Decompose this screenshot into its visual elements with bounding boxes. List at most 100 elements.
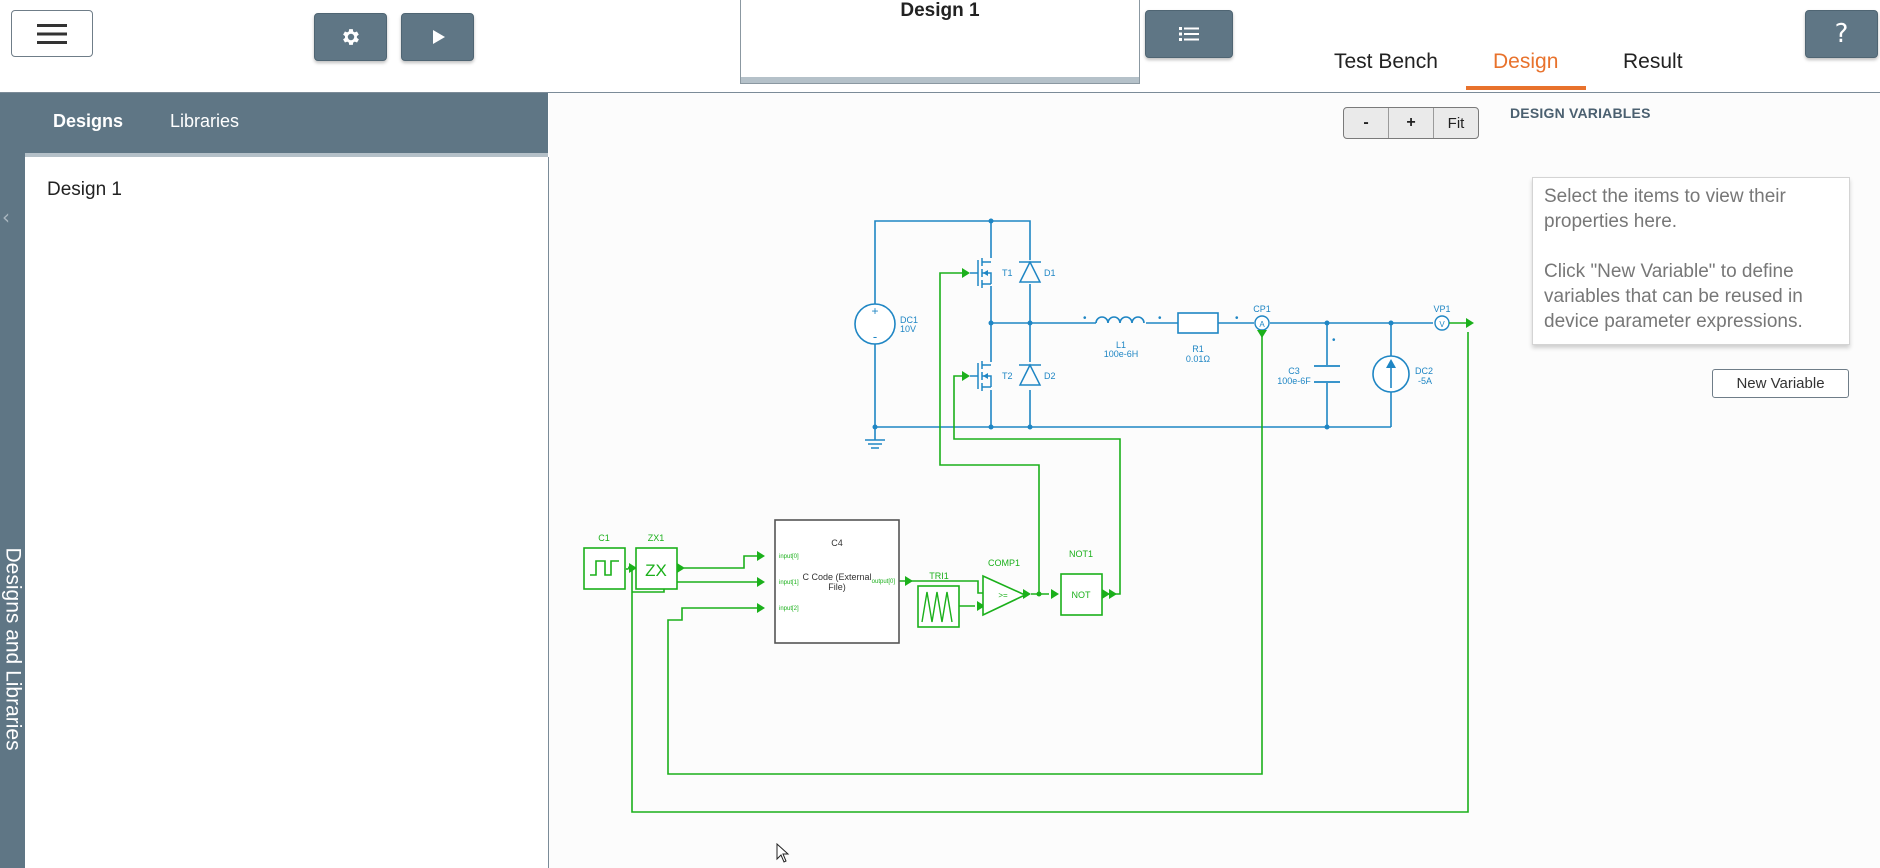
d2-diode[interactable] bbox=[1018, 363, 1042, 386]
vp1-output-arrow-icon bbox=[1466, 318, 1474, 328]
c4-input-0: input[0] bbox=[779, 554, 799, 560]
design-variables-hint-2: Click "New Variable" to define variables… bbox=[1544, 261, 1803, 332]
c4-label: C4 bbox=[831, 538, 843, 548]
tri1-label: TRI1 bbox=[929, 571, 949, 581]
l1-value: 100e-6H bbox=[1104, 349, 1139, 359]
list-button[interactable] bbox=[1145, 10, 1233, 58]
d1-label: D1 bbox=[1044, 268, 1056, 278]
c3-capacitor[interactable]: • C3 100e-6F bbox=[1277, 335, 1340, 386]
l1-label: L1 bbox=[1116, 340, 1126, 350]
dc1-minus: - bbox=[873, 329, 877, 344]
cp1-label: CP1 bbox=[1253, 304, 1271, 314]
list-icon bbox=[1179, 27, 1199, 41]
comp1-label: COMP1 bbox=[988, 558, 1020, 568]
design-variables-title: DESIGN VARIABLES bbox=[1510, 105, 1651, 121]
control-wires bbox=[626, 272, 1469, 813]
t1-label: T1 bbox=[1002, 268, 1013, 278]
c1-square-wave-source[interactable]: C1 bbox=[583, 533, 626, 590]
dc1-label: DC1 bbox=[900, 315, 918, 325]
r1-dot: • bbox=[1235, 313, 1239, 324]
t2-mosfet[interactable] bbox=[970, 361, 992, 391]
not-text: NOT bbox=[1072, 590, 1092, 600]
hamburger-icon bbox=[37, 23, 67, 44]
c3-label: C3 bbox=[1288, 366, 1300, 376]
cp1-current-probe[interactable]: A CP1 bbox=[1253, 304, 1271, 331]
tab-designs[interactable]: Designs bbox=[53, 111, 124, 131]
mouse-cursor-icon bbox=[776, 843, 790, 863]
dc2-value: -5A bbox=[1418, 376, 1432, 386]
comp-text: >= bbox=[998, 591, 1008, 600]
vp1-voltage-probe[interactable]: V VP1 bbox=[1433, 304, 1451, 331]
l1-dot-right: • bbox=[1158, 313, 1162, 324]
c4-output-0: output[0] bbox=[872, 579, 896, 585]
design-variables-hint-1: Select the items to view their propertie… bbox=[1544, 186, 1786, 232]
l1-dot-left: • bbox=[1083, 313, 1087, 324]
zx1-output-arrow-icon bbox=[677, 563, 685, 573]
run-button[interactable] bbox=[401, 13, 474, 61]
design-title-scrollbar[interactable] bbox=[741, 77, 1139, 83]
dc2-current-source[interactable]: DC2 -5A bbox=[1372, 355, 1433, 393]
play-icon bbox=[432, 30, 445, 44]
r1-label: R1 bbox=[1192, 344, 1204, 354]
c4-input-1: input[1] bbox=[779, 580, 799, 586]
t2-arrow-icon bbox=[983, 373, 988, 379]
tab-test-bench[interactable]: Test Bench bbox=[1334, 50, 1438, 73]
zx1-zero-crossing[interactable]: ZX ZX1 bbox=[635, 533, 678, 590]
not1-gate[interactable]: NOT NOT1 bbox=[1060, 549, 1103, 616]
design-variables-card: Select the items to view their propertie… bbox=[1532, 177, 1850, 345]
l1-inductor[interactable]: • • L1 100e-6H bbox=[1083, 313, 1162, 359]
c4-text-2: File) bbox=[828, 582, 846, 592]
dc1-plus: + bbox=[871, 304, 878, 318]
r1-resistor[interactable]: R1 0.01Ω • bbox=[1177, 312, 1239, 364]
t1-arrow-icon bbox=[983, 270, 988, 276]
designs-list: Design 1 bbox=[25, 157, 549, 868]
power-junctions bbox=[872, 218, 1394, 430]
control-arrows bbox=[628, 268, 1267, 613]
ammeter-icon: A bbox=[1259, 320, 1265, 329]
r1-value: 0.01Ω bbox=[1186, 354, 1211, 364]
tab-design[interactable]: Design bbox=[1493, 50, 1559, 73]
c3-value: 100e-6F bbox=[1277, 376, 1311, 386]
c1-label: C1 bbox=[598, 533, 610, 543]
panel-header: Designs Libraries bbox=[25, 93, 548, 157]
power-wires bbox=[865, 220, 1433, 449]
zx-text: ZX bbox=[645, 561, 667, 580]
settings-button[interactable] bbox=[314, 13, 387, 61]
not1-output-arrow-icon bbox=[1102, 589, 1110, 599]
zoom-fit-button[interactable]: Fit bbox=[1447, 114, 1465, 132]
comp1-comparator[interactable]: >= COMP1 bbox=[982, 558, 1027, 617]
list-item[interactable]: Design 1 bbox=[47, 179, 122, 200]
help-button[interactable]: ? bbox=[1805, 10, 1878, 58]
tri1-triangle-source[interactable]: TRI1 bbox=[917, 571, 960, 628]
chevron-left-icon[interactable]: ‹ bbox=[2, 205, 10, 229]
d1-diode[interactable] bbox=[1018, 260, 1042, 283]
gear-icon bbox=[342, 29, 359, 45]
active-tab-indicator bbox=[1466, 86, 1586, 90]
zoom-in-button[interactable]: + bbox=[1389, 108, 1434, 138]
t2-label: T2 bbox=[1002, 371, 1013, 381]
top-bar: Design 1 Test Bench Design Result ? bbox=[0, 0, 1880, 93]
vp1-label: VP1 bbox=[1433, 304, 1450, 314]
t1-mosfet[interactable] bbox=[970, 258, 992, 288]
zoom-out-button[interactable]: - bbox=[1344, 108, 1389, 138]
c4-input-2: input[2] bbox=[779, 606, 799, 612]
designs-libraries-strip[interactable]: ‹ Designs and Libraries bbox=[0, 93, 25, 868]
d2-label: D2 bbox=[1044, 371, 1056, 381]
tab-result[interactable]: Result bbox=[1623, 50, 1683, 73]
new-variable-button[interactable]: New Variable bbox=[1712, 369, 1849, 398]
zoom-controls: - + Fit bbox=[1343, 107, 1479, 139]
dc1-source[interactable]: + - DC1 10V bbox=[854, 303, 918, 345]
zx1-label: ZX1 bbox=[648, 533, 665, 543]
c3-dot: • bbox=[1332, 335, 1336, 346]
voltmeter-icon: V bbox=[1439, 320, 1445, 329]
dc2-label: DC2 bbox=[1415, 366, 1433, 376]
design-title-box[interactable]: Design 1 bbox=[740, 0, 1140, 84]
not1-label: NOT1 bbox=[1069, 549, 1093, 559]
design-title: Design 1 bbox=[900, 0, 980, 21]
dc1-value: 10V bbox=[900, 324, 916, 334]
c4-text-1: C Code (External bbox=[802, 572, 871, 582]
menu-button[interactable] bbox=[11, 10, 93, 57]
tab-libraries[interactable]: Libraries bbox=[170, 111, 240, 131]
c4-c-code-block[interactable]: C4 C Code (External File) input[0] input… bbox=[774, 519, 900, 644]
